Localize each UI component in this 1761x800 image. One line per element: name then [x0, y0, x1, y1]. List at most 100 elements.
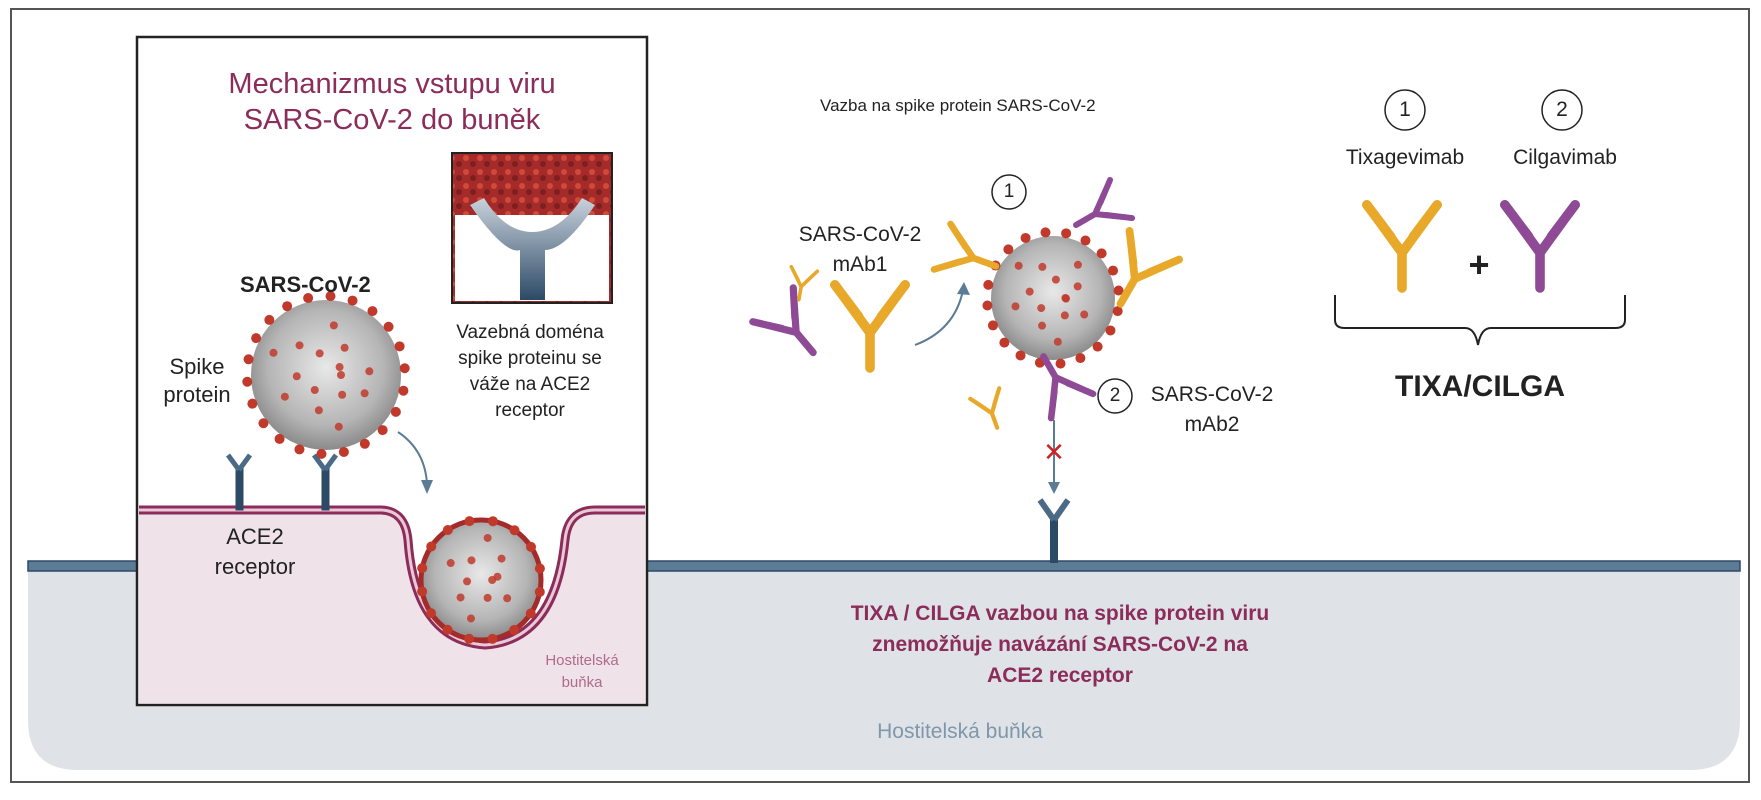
virus-pocket-spike: [525, 608, 536, 619]
virus-pocket-surface-dot: [467, 556, 476, 565]
mab2-label: SARS-CoV-2 mAb2: [1137, 380, 1287, 440]
virus-pocket-surface-dot: [456, 593, 465, 602]
virus-center-surface-dot: [1037, 304, 1046, 313]
virus-center: [991, 236, 1115, 360]
left-panel-title-line1: Mechanizmus vstupu viru: [228, 68, 556, 100]
virus-center-spike: [1108, 265, 1119, 276]
tixagevimab-free-small-2: [968, 386, 1002, 430]
virus-pocket-spike: [487, 516, 498, 527]
virus-left-spike: [399, 363, 410, 374]
virus-pocket-spike: [464, 633, 475, 644]
virus-pocket-surface-dot: [463, 577, 472, 586]
virus-left-spike: [303, 293, 314, 304]
virus-pocket-spike: [442, 624, 453, 635]
virus-center-surface-dot: [1080, 310, 1089, 319]
virus-left-spike: [274, 433, 285, 444]
virus-center-surface-dot: [1073, 260, 1082, 269]
binding-domain-line1: Vazebná doména: [456, 322, 604, 343]
virus-center-surface-dot: [1014, 261, 1023, 270]
virus-pocket-surface-dot: [503, 594, 512, 603]
virus-left-spike: [316, 448, 327, 459]
virus-pocket-spike: [425, 608, 436, 619]
virus-left-spike: [377, 425, 388, 436]
legend-1-number: 1: [1399, 98, 1411, 121]
virus-left-surface-dot: [280, 392, 289, 401]
cilgavimab-bound-2: [1040, 353, 1097, 422]
host-cell-label: Hostitelská buňka: [877, 720, 1043, 743]
virus-left-spike: [282, 301, 293, 312]
virus-center-surface-dot: [1073, 282, 1082, 291]
host-cell-membrane: [27, 560, 1741, 572]
binding-domain-line3: váže na ACE2: [469, 374, 591, 395]
virus-left-spike: [347, 295, 358, 306]
host-cell-small-line1: Hostitelská: [545, 652, 619, 669]
caption-line1: TIXA / CILGA vazbou na spike protein vir…: [850, 602, 1270, 625]
host-cell-small-line2: buňka: [561, 674, 603, 691]
spike-label-line1: Spike: [169, 354, 225, 379]
marker-1: 1: [1003, 181, 1015, 202]
marker-2-circle: [1097, 378, 1133, 414]
binding-domain-line2: spike proteinu se: [458, 348, 602, 369]
virus-center-spike: [1003, 244, 1014, 255]
virus-left-spike: [398, 385, 409, 396]
virus-pocket-surface-dot: [497, 554, 506, 563]
mab2-line1: SARS-CoV-2: [1150, 383, 1274, 406]
virus-center-surface-dot: [1025, 287, 1034, 296]
virus-center-spike: [1096, 248, 1107, 259]
virus-center-spike: [999, 337, 1010, 348]
legend-cilgavimab-icon: [1499, 199, 1581, 293]
virus-left-spike: [359, 438, 370, 449]
virus-left-spike: [338, 446, 349, 457]
virus-pocket-spike: [526, 541, 537, 552]
virus-pocket-surface-dot: [483, 593, 492, 602]
legend-1-name: Tixagevimab: [1345, 146, 1465, 169]
virus-pocket-spike: [534, 563, 545, 574]
virus-center-spike: [1105, 325, 1116, 336]
virus-center-spike: [1061, 228, 1072, 239]
virus-center-surface-dot: [1011, 302, 1020, 311]
virus-left-spike: [247, 398, 258, 409]
virus-center-surface-dot: [1038, 321, 1047, 330]
virus-center-spike: [1113, 285, 1124, 296]
virus-left-surface-dot: [315, 349, 324, 358]
legend-combo: TIXA/CILGA: [1395, 370, 1565, 403]
left-panel-title: Mechanizmus vstupu viru SARS-CoV-2 do bu…: [140, 66, 644, 138]
virus-left-spike: [294, 444, 305, 455]
virus-pocket-spike: [464, 516, 475, 527]
ace2-line2: receptor: [214, 554, 296, 579]
legend-2-name: Cilgavimab: [1513, 146, 1617, 169]
virus-left-surface-dot: [338, 390, 347, 399]
virus-left-spike: [243, 354, 254, 365]
virus-center-spike: [1080, 235, 1091, 246]
block-symbol: ✕: [1043, 437, 1065, 467]
ace2-line1: ACE2: [226, 524, 284, 549]
virus-left-surface-dot: [334, 422, 343, 431]
mab1-line2: mAb1: [832, 253, 888, 276]
left-panel-cell: [139, 510, 645, 703]
binding-domain-label: Vazebná doména spike proteinu se váže na…: [430, 320, 630, 424]
virus-left-spikes: [242, 291, 410, 459]
legend-1-circle: [1384, 89, 1426, 131]
virus-pocket-surface-dot: [446, 559, 455, 568]
virus-left-spike: [394, 341, 405, 352]
mab1-label: SARS-CoV-2 mAb1: [785, 220, 935, 280]
virus-left: [251, 300, 401, 450]
caption: TIXA / CILGA vazbou na spike protein vir…: [760, 598, 1360, 691]
virus-center-spike: [1055, 358, 1066, 369]
ace2-receptor-center: [1037, 498, 1071, 563]
mab1-line1: SARS-CoV-2: [798, 223, 922, 246]
virus-left-spike: [258, 418, 269, 429]
virus-in-pocket: [418, 517, 544, 643]
virus-left-spike: [367, 306, 378, 317]
virus-pocket-spike: [509, 525, 520, 536]
virus-pocket-spike: [426, 541, 437, 552]
virus-center-surface-dot: [1051, 275, 1060, 284]
virus-left-surface-dot: [292, 372, 301, 381]
ace2-label: ACE2 receptor: [195, 522, 315, 582]
left-panel-title-line2: SARS-CoV-2 do buněk: [243, 104, 541, 136]
virus-left-surface-dot: [340, 343, 349, 352]
legend-2-number: 2: [1556, 98, 1568, 121]
virus-left-spike: [390, 406, 401, 417]
virus-center-spike: [1015, 350, 1026, 361]
virus-left-spike: [251, 333, 262, 344]
